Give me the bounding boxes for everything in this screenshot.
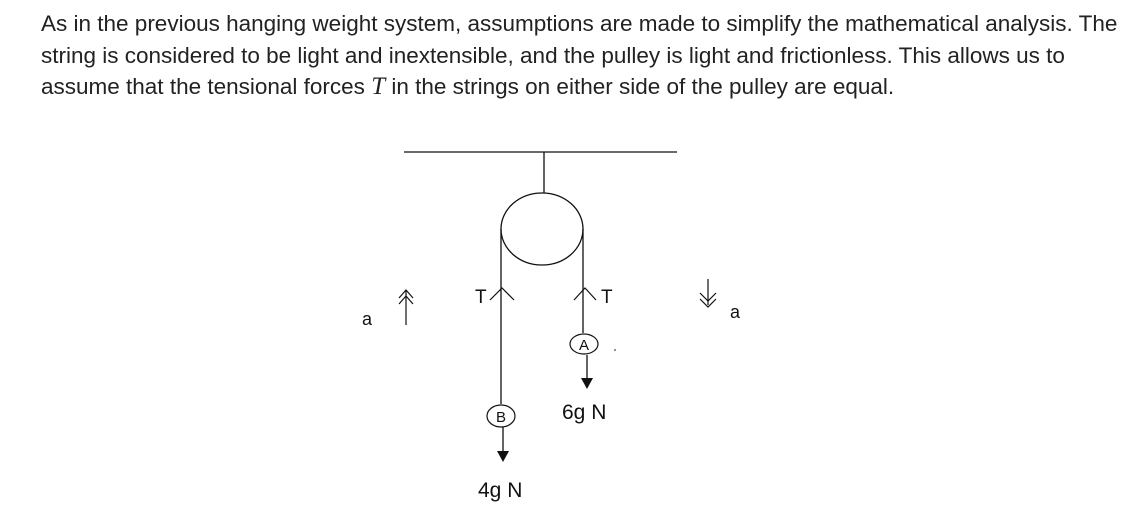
tension-label-right: T bbox=[601, 287, 613, 308]
body-paragraph: As in the previous hanging weight system… bbox=[41, 8, 1121, 103]
weight-label-a: 6g N bbox=[562, 401, 606, 424]
acceleration-label-right: a bbox=[730, 302, 741, 322]
tension-arrow-left bbox=[489, 287, 515, 301]
mass-a: A bbox=[569, 333, 616, 355]
acceleration-arrow-down bbox=[699, 279, 717, 308]
acceleration-label-left: a bbox=[362, 309, 373, 329]
mass-b: B bbox=[486, 404, 516, 428]
tension-symbol: T bbox=[371, 73, 386, 100]
mass-a-label: A bbox=[579, 337, 589, 354]
paragraph-text-end: in the strings on either side of the pul… bbox=[385, 74, 895, 99]
weight-arrow-b bbox=[497, 427, 509, 462]
pulley-wheel bbox=[500, 192, 584, 266]
weight-label-b: 4g N bbox=[478, 479, 522, 502]
tension-arrow-right bbox=[573, 287, 597, 301]
paragraph-text-start: As in the previous hanging weight system… bbox=[41, 11, 1118, 99]
mass-b-label: B bbox=[496, 409, 506, 426]
acceleration-arrow-up bbox=[398, 289, 414, 325]
tension-label-left: T bbox=[475, 287, 487, 308]
weight-arrow-a bbox=[581, 355, 593, 389]
